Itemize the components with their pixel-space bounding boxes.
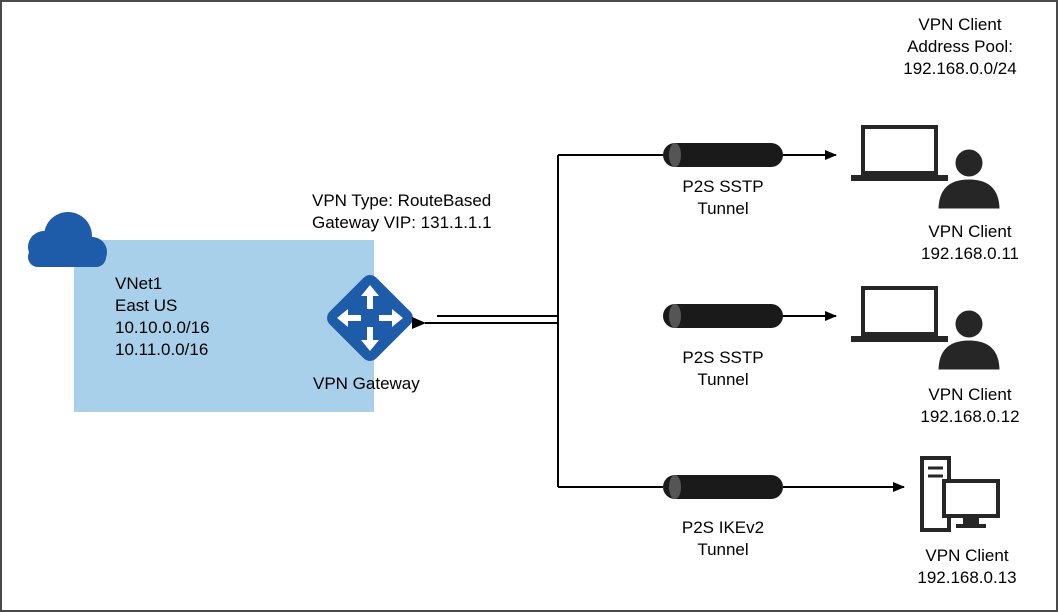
client-ip: 192.168.0.13 — [917, 568, 1017, 587]
vpn-type-text: VPN Type: RouteBased — [312, 191, 492, 210]
tunnel-word: Tunnel — [697, 540, 749, 559]
client-label: VPN Client — [928, 222, 1012, 241]
desktop-tower-icon — [920, 456, 1000, 532]
tunnel-protocol: P2S SSTP — [682, 348, 764, 367]
vnet-prefix: 10.10.0.0/16 — [115, 318, 210, 337]
vnet-info-label: VNet1 East US 10.10.0.0/16 10.11.0.0/16 — [115, 273, 210, 361]
client-label: VPN Client — [925, 546, 1009, 565]
address-pool-line: VPN Client — [918, 15, 1002, 34]
connector-lines — [412, 150, 905, 492]
vpn-client-label: VPN Client 192.168.0.13 — [892, 545, 1042, 589]
vnet-name: VNet1 — [115, 274, 163, 293]
vnet-box — [74, 240, 374, 412]
tunnel-word: Tunnel — [697, 199, 749, 218]
tunnel-label: P2S SSTP Tunnel — [660, 176, 786, 220]
tunnel-protocol: P2S SSTP — [682, 177, 764, 196]
tunnel-label: P2S SSTP Tunnel — [660, 347, 786, 391]
tunnel-pipe — [663, 143, 783, 167]
laptop-user-icon — [851, 286, 1003, 373]
laptop-user-icon — [851, 125, 1003, 212]
tunnel-label: P2S IKEv2 Tunnel — [660, 517, 786, 561]
client-ip: 192.168.0.12 — [920, 407, 1020, 426]
tunnel-pipe — [663, 475, 783, 499]
vnet-region: East US — [115, 296, 178, 315]
vpn-client-label: VPN Client 192.168.0.11 — [900, 221, 1040, 265]
tunnel-word: Tunnel — [697, 370, 749, 389]
gateway-settings-label: VPN Type: RouteBased Gateway VIP: 131.1.… — [312, 190, 492, 234]
tunnel-pipe — [663, 304, 783, 328]
vpn-client-label: VPN Client 192.168.0.12 — [900, 384, 1040, 428]
tunnel-protocol: P2S IKEv2 — [681, 518, 765, 537]
vnet-prefix: 10.11.0.0/16 — [115, 340, 209, 359]
address-pool-line: 192.168.0.0/24 — [903, 59, 1017, 78]
gateway-vip-text: Gateway VIP: 131.1.1.1 — [312, 213, 492, 232]
address-pool-line: Address Pool: — [907, 37, 1013, 56]
vpn-gateway-icon — [327, 275, 413, 361]
cloud-icon — [28, 212, 107, 267]
client-label: VPN Client — [928, 385, 1012, 404]
address-pool-label: VPN Client Address Pool: 192.168.0.0/24 — [890, 14, 1030, 80]
vpn-gateway-label: VPN Gateway — [313, 374, 420, 393]
client-ip: 192.168.0.11 — [921, 244, 1019, 263]
